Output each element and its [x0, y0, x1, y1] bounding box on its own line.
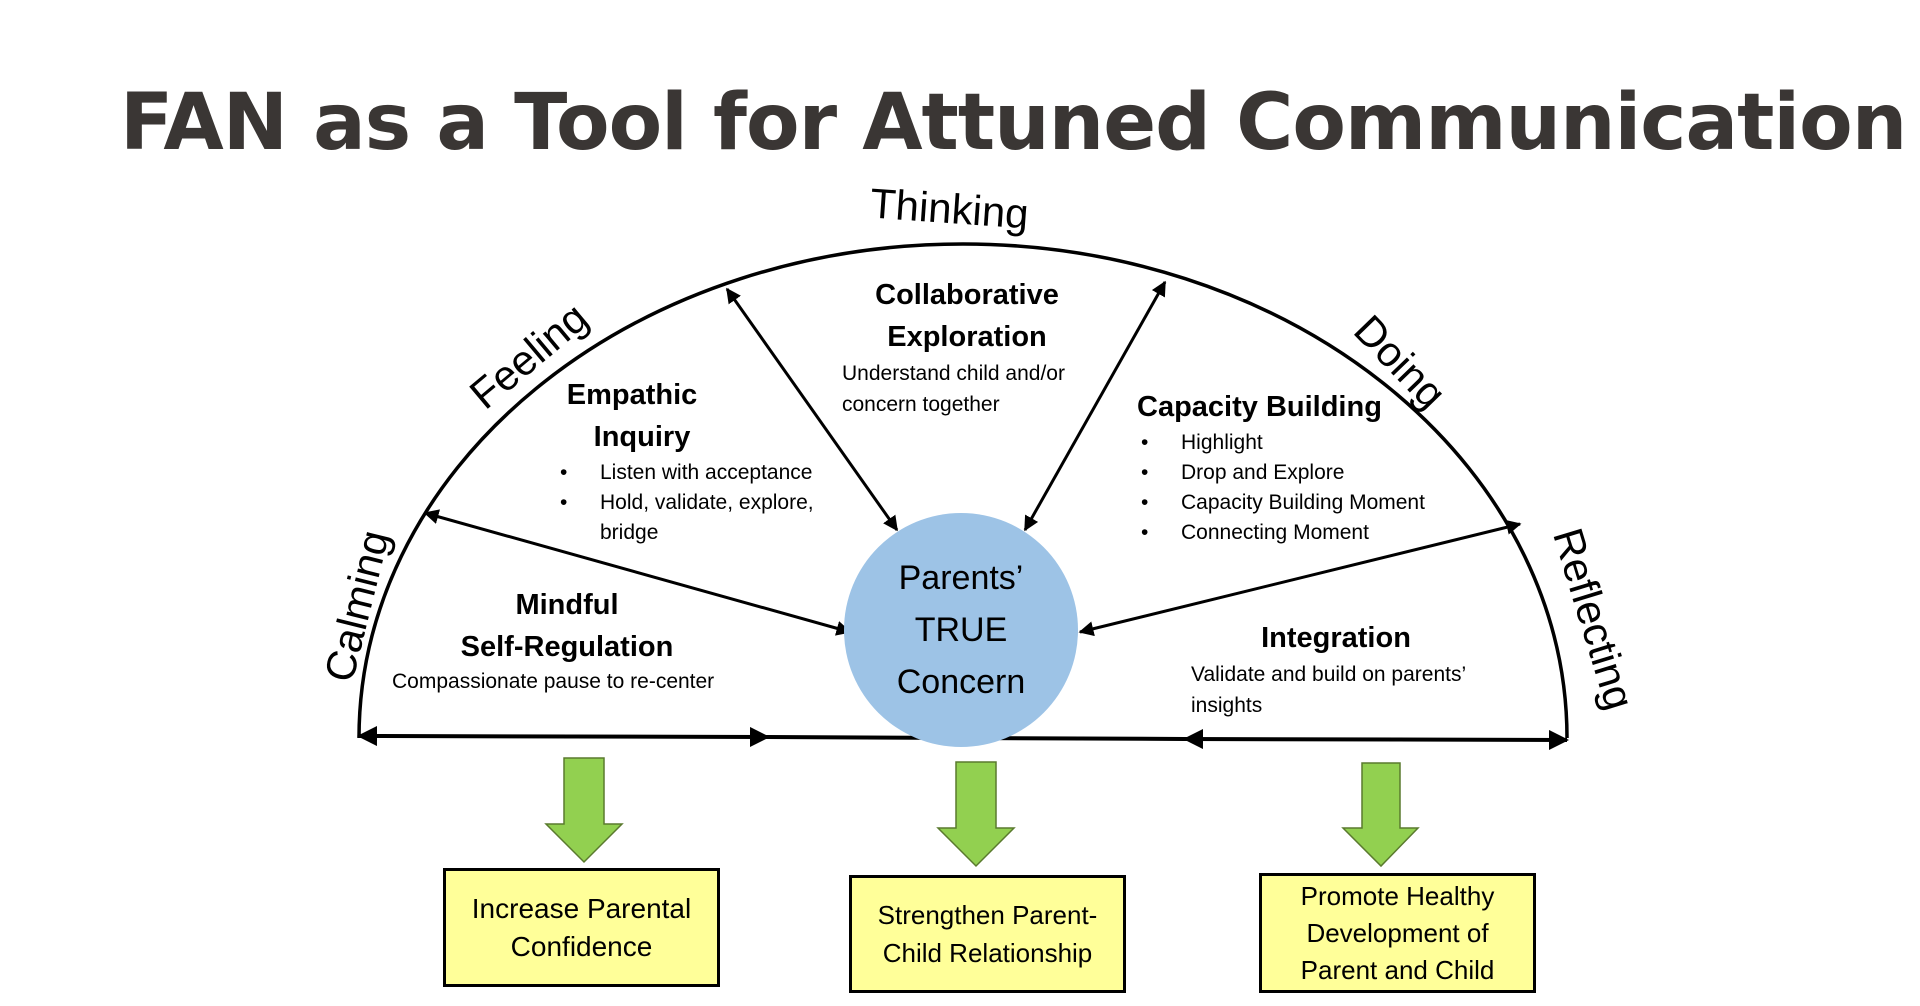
center-circle — [844, 513, 1078, 747]
capacity-bullet: Connecting Moment — [1141, 518, 1425, 548]
empathic-bullets: Listen with acceptance Hold, validate, e… — [560, 458, 814, 548]
empathic-bullet: Hold, validate, explore, — [560, 488, 814, 518]
outcome-2-line-2: Child Relationship — [882, 938, 1093, 968]
outcome-3-line-2: Development of — [1306, 917, 1489, 948]
baseline-right-arrow — [1183, 729, 1569, 750]
outcome-2-line-1: Strengthen Parent- — [877, 900, 1098, 930]
capacity-heading: Capacity Building — [1137, 391, 1382, 423]
section-mindful: Mindful Self-Regulation Compassionate pa… — [392, 584, 742, 697]
center-concern-label: Parents’ TRUE Concern — [845, 514, 1077, 746]
integration-heading: Integration — [1261, 622, 1411, 654]
spoke-feeling-thinking — [725, 287, 899, 532]
outcome-1-line-1: Increase Parental — [471, 892, 692, 924]
center-line-1: Parents’ — [898, 559, 1024, 597]
down-arrow-left — [544, 757, 624, 864]
slide-title: FAN as a Tool for Attuned Communication — [120, 78, 1907, 168]
capacity-bullet: Highlight — [1141, 428, 1425, 458]
capacity-bullet: Drop and Explore — [1141, 458, 1425, 488]
outcome-1-line-2: Confidence — [510, 930, 653, 962]
collaborative-heading-1: Collaborative — [875, 279, 1059, 311]
section-integration: Integration Validate and build on parent… — [1191, 617, 1481, 721]
collaborative-heading-2: Exploration — [887, 321, 1047, 353]
section-capacity: Capacity Building Highlight Drop and Exp… — [1137, 386, 1425, 548]
integration-description-2: insights — [1191, 694, 1263, 717]
baseline-left-arrow — [357, 726, 770, 747]
mindful-description: Compassionate pause to re-center — [392, 670, 715, 693]
section-empathic: Empathic Inquiry Listen with acceptance … — [555, 374, 814, 548]
outcome-box-parental-confidence: Increase Parental Confidence — [443, 868, 720, 987]
spoke-calming-feeling — [423, 509, 852, 636]
capacity-bullets: Highlight Drop and Explore Capacity Buil… — [1141, 428, 1425, 548]
empathic-heading-1: Empathic — [566, 379, 698, 411]
collaborative-description-1: Understand child and/or — [842, 362, 1065, 385]
integration-description-1: Validate and build on parents’ — [1191, 663, 1467, 686]
capacity-bullet: Capacity Building Moment — [1141, 488, 1425, 518]
center-line-3: Concern — [896, 663, 1026, 701]
spoke-thinking-doing — [1023, 280, 1167, 532]
center-line-2: TRUE — [914, 611, 1008, 649]
empathic-bullet-continuation-text: bridge — [600, 521, 659, 544]
section-collaborative: Collaborative Exploration Understand chi… — [836, 274, 1098, 420]
outcome-box-healthy-development: Promote Healthy Development of Parent an… — [1259, 873, 1536, 993]
outcome-3-line-1: Promote Healthy — [1300, 880, 1495, 911]
down-arrow-right — [1341, 762, 1420, 868]
down-arrow-center — [936, 761, 1016, 868]
mindful-heading-1: Mindful — [515, 589, 619, 621]
mindful-heading-2: Self-Regulation — [460, 631, 674, 663]
spoke-doing-reflecting — [1078, 519, 1522, 637]
empathic-bullet-continuation: bridge — [560, 518, 814, 548]
fan-arc — [357, 242, 1569, 739]
empathic-bullet: Listen with acceptance — [560, 458, 814, 488]
outcome-3-line-3: Parent and Child — [1300, 954, 1495, 985]
outcome-box-parent-child-relationship: Strengthen Parent- Child Relationship — [849, 875, 1126, 993]
collaborative-description-2: concern together — [842, 393, 1000, 416]
empathic-heading-2: Inquiry — [593, 421, 691, 453]
